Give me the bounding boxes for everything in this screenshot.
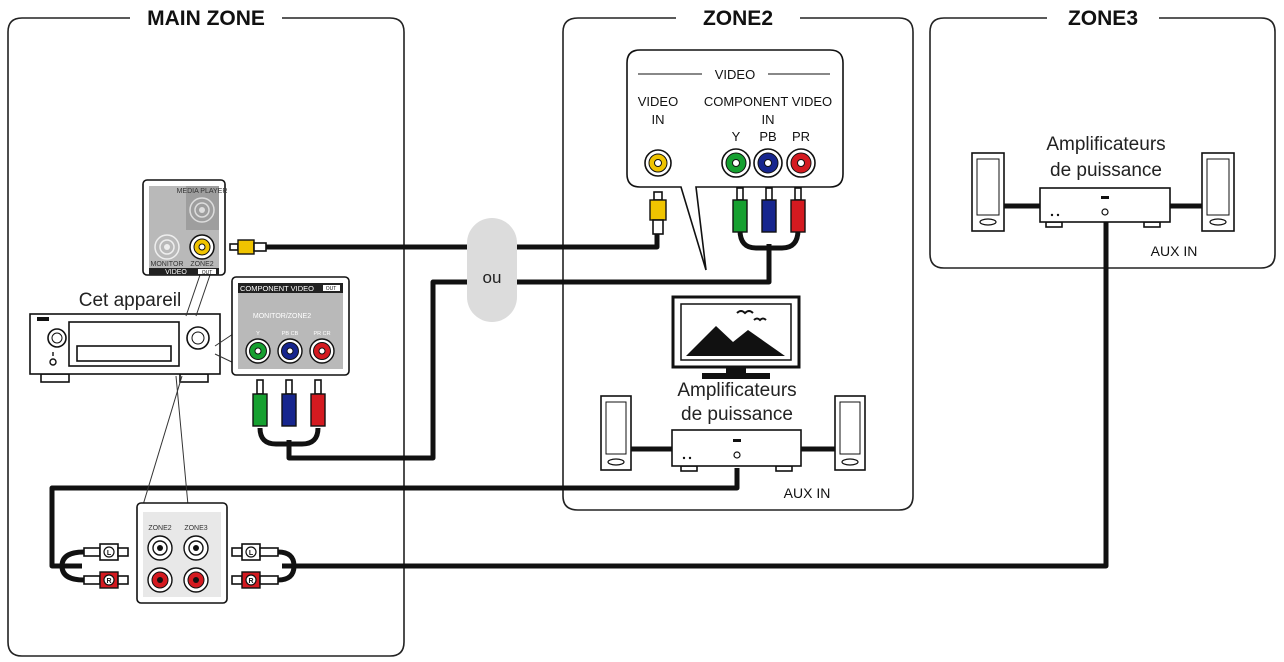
zone2-speaker-right xyxy=(834,395,866,471)
video-out-badge: OUT xyxy=(202,270,213,276)
rca-plugs-right: L R xyxy=(231,543,279,589)
zone3-amp-label-2: de puissance xyxy=(1050,160,1162,181)
audio-zone3-left-jack xyxy=(183,535,209,561)
zone2-aux-label: AUX IN xyxy=(784,485,831,501)
zone2-component-label-2: IN xyxy=(762,112,775,127)
audio-zone2-right-jack xyxy=(147,567,173,593)
zone2-out-label: ZONE2 xyxy=(190,261,213,268)
cables xyxy=(49,220,1109,583)
audio-out-panel: ZONE2 ZONE3 xyxy=(136,502,228,604)
component-out-badge: OUT xyxy=(326,286,337,292)
main-zone-title: MAIN ZONE xyxy=(147,7,265,30)
video-footer-label: VIDEO xyxy=(165,269,187,276)
av-receiver: Cet appareil xyxy=(29,290,221,383)
zone2-amp-label-1: Amplificateurs xyxy=(677,380,796,401)
component-plugs-main xyxy=(252,379,326,427)
television xyxy=(671,295,801,379)
zone2-video-in-label-1: VIDEO xyxy=(638,94,678,109)
audio-zone2-label: ZONE2 xyxy=(148,525,171,532)
audio-zone3-label: ZONE3 xyxy=(184,525,207,532)
audio-zone2-left-jack xyxy=(147,535,173,561)
video-out-panel: MEDIA PLAYER MONITOR ZONE2 VIDEO OUT xyxy=(142,179,228,276)
right-audio-loop xyxy=(277,549,297,583)
component-out-panel: COMPONENT VIDEO OUT MONITOR/ZONE2 Y PB C… xyxy=(231,276,350,376)
component-out-pb: PB CB xyxy=(282,331,299,337)
zone2-component-label-1: COMPONENT VIDEO xyxy=(704,94,832,109)
component-out-title: COMPONENT VIDEO xyxy=(240,284,314,293)
zone2-video-heading: VIDEO xyxy=(715,67,755,82)
component-out-jack-pb xyxy=(277,338,303,364)
component-cable-run xyxy=(286,244,772,461)
composite-video-cable xyxy=(266,234,660,250)
main-zone-frame: MAIN ZONE xyxy=(7,7,405,657)
zone3-frame: ZONE3 xyxy=(929,7,1276,269)
rca-plugs-left: L R xyxy=(83,543,129,589)
component-out-pr: PR CR xyxy=(313,331,330,337)
zone2-pr-label: PR xyxy=(792,129,810,144)
zone2-y-jack xyxy=(721,148,751,178)
zone3-amp-label-1: Amplificateurs xyxy=(1046,134,1165,155)
device-label: Cet appareil xyxy=(79,290,181,311)
component-out-subtitle: MONITOR/ZONE2 xyxy=(253,313,311,320)
zone2-y-label: Y xyxy=(732,129,741,144)
zone2-speaker-left xyxy=(600,395,632,471)
zone3-title: ZONE3 xyxy=(1068,7,1138,30)
or-separator: ou xyxy=(467,218,517,322)
zone3-audio-cable xyxy=(282,220,1109,569)
zone2-amp-label-2: de puissance xyxy=(681,404,793,425)
zone2-video-in-label-2: IN xyxy=(652,112,665,127)
zone2-title: ZONE2 xyxy=(703,7,773,30)
or-label: ou xyxy=(483,268,502,287)
monitor-label: MONITOR xyxy=(151,261,184,268)
left-audio-loop xyxy=(59,549,85,583)
component-out-jack-y xyxy=(245,338,271,364)
zone3-aux-label: AUX IN xyxy=(1151,243,1198,259)
zone3-power-amp: Amplificateurs de puissance AUX IN xyxy=(1004,134,1202,259)
component-plugs-zone2 xyxy=(732,187,806,233)
zone2-pr-jack xyxy=(786,148,816,178)
zone3-speaker-left xyxy=(971,152,1005,232)
plug-left-letter-2: L xyxy=(249,550,254,557)
plug-right-letter-1: R xyxy=(106,578,111,585)
zone3-speaker-right xyxy=(1201,152,1235,232)
zone2-video-in-jack xyxy=(644,149,672,177)
audio-zone3-right-jack xyxy=(183,567,209,593)
plug-right-letter-2: R xyxy=(248,578,253,585)
zone2-pb-label: PB xyxy=(759,129,776,144)
composite-plug-zone2 xyxy=(649,191,667,235)
zone2-pb-jack xyxy=(753,148,783,178)
component-out-y: Y xyxy=(256,331,260,337)
zone2-frame: ZONE2 xyxy=(562,7,914,511)
callout-lines xyxy=(142,274,237,506)
composite-plug-main xyxy=(229,239,267,255)
zone2-power-amp: Amplificateurs de puissance AUX IN xyxy=(631,380,835,501)
plug-left-letter-1: L xyxy=(107,550,112,557)
component-out-jack-pr xyxy=(309,338,335,364)
zone2-input-panel: VIDEO VIDEO IN COMPONENT VIDEO IN Y PB P… xyxy=(626,49,844,271)
media-player-label: MEDIA PLAYER xyxy=(177,188,228,195)
component-cable-zone2-bundle xyxy=(737,229,801,251)
